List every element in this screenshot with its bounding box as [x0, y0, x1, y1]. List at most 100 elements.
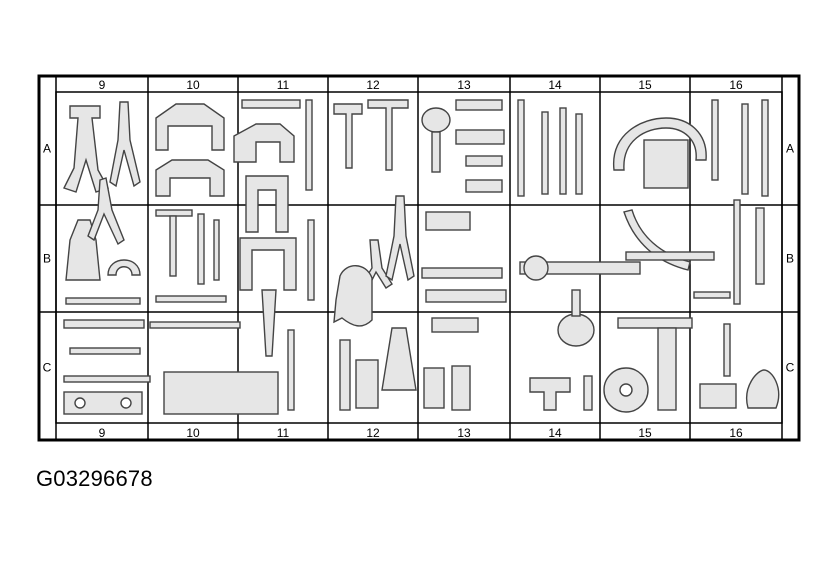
t-press-bar: [617, 317, 693, 329]
shaft-tool-2: [213, 219, 220, 281]
stand-tool: [339, 339, 351, 411]
dial-gauge-tool: [421, 107, 451, 133]
shaft-tool-16d: [755, 207, 765, 285]
flange-hole: [619, 383, 633, 397]
fixture-tool-13: [425, 211, 471, 231]
wrench-bar-tool: [63, 319, 145, 329]
t-bar-tool-1: [155, 209, 193, 217]
plate-hole-1: [74, 397, 86, 409]
row-label-left: A: [43, 142, 51, 156]
bar-tool-16: [693, 291, 731, 299]
frame-jig-tool: [245, 175, 289, 233]
row-label-left: B: [43, 252, 51, 266]
puller-tool: [63, 105, 110, 193]
t-handle-tool: [367, 99, 409, 171]
column-label-top: 16: [729, 78, 743, 92]
column-label-bottom: 16: [729, 426, 743, 440]
long-shaft-tool-11c: [287, 329, 295, 411]
shaft-tool-16b: [741, 103, 749, 195]
stand-tool-b: [355, 359, 379, 409]
lever-tool-15: [625, 251, 715, 261]
shaft-tool-16a: [711, 99, 719, 181]
bridge-puller-tool: [155, 103, 225, 151]
long-bar-tool-2: [69, 347, 141, 355]
column-label-bottom: 14: [548, 426, 562, 440]
long-bar-tool-1: [65, 297, 141, 305]
row-label-right: C: [786, 361, 795, 375]
hook-bar-16: [723, 323, 731, 377]
column-label-top: 10: [186, 78, 200, 92]
bird-shaped-tool: [333, 265, 373, 327]
lever-tool-14: [519, 261, 641, 275]
column-label-bottom: 12: [366, 426, 380, 440]
gauge-stem-tool: [431, 131, 441, 173]
press-cone-tool: [381, 327, 417, 391]
column-label-top: 15: [638, 78, 652, 92]
plate-tool: [63, 391, 143, 415]
shaft-tool-14c: [559, 107, 567, 195]
tool-silhouettes: [63, 99, 780, 415]
hose-tail-tool: [623, 209, 691, 271]
row-label-left: C: [43, 361, 52, 375]
block-tool-16: [699, 383, 737, 409]
bracket-tool-14: [529, 377, 571, 411]
t-press-stem: [657, 327, 677, 411]
holder-tool-13d: [465, 179, 503, 193]
row-label-right: A: [786, 142, 794, 156]
column-label-top: 11: [277, 78, 290, 92]
drift-tool: [261, 289, 277, 357]
long-bar-tool-3: [63, 375, 151, 383]
u-press-tool: [239, 237, 297, 291]
bar-tool-10b: [155, 295, 227, 303]
holder-tool-13b: [455, 129, 505, 145]
canister-tool: [643, 139, 689, 189]
press-block-tool: [431, 317, 479, 333]
shaft-tool-14a: [517, 99, 525, 197]
clamp-tool: [233, 123, 295, 163]
pliers-tool-12: [385, 195, 415, 282]
column-label-bottom: 9: [99, 426, 106, 440]
fixture-tool-13c: [425, 289, 507, 303]
holder-tool-13c: [465, 155, 503, 167]
t-bar-stem-1: [169, 215, 177, 277]
column-label-bottom: 13: [457, 426, 471, 440]
flask-neck-tool: [571, 289, 581, 317]
pulley-tool-14: [523, 255, 549, 281]
pliers-tool: [109, 101, 141, 188]
sleeve-tool-13: [423, 367, 445, 409]
figure-reference-code: G03296678: [36, 466, 153, 491]
bar-tool-14: [583, 375, 593, 411]
column-label-bottom: 10: [186, 426, 200, 440]
cutter-tool: [87, 177, 125, 246]
column-label-top: 9: [99, 78, 106, 92]
board-outer-frame: [37, 74, 801, 442]
plate-hole-2: [120, 397, 132, 409]
shaft-tool-16c: [761, 99, 769, 197]
column-label-top: 14: [548, 78, 562, 92]
long-shaft-tool-11: [305, 99, 313, 191]
shaft-tool-1: [197, 213, 205, 285]
bridge-puller-tool-2: [155, 159, 225, 197]
column-label-bottom: 15: [638, 426, 652, 440]
arc-spanner-tool: [107, 259, 141, 276]
sleeve-tool-13b: [451, 365, 471, 411]
long-shaft-tool-11b: [307, 219, 315, 301]
column-label-bottom: 11: [277, 426, 290, 440]
case-tool: [163, 371, 279, 415]
bar-tool-10c: [149, 321, 241, 329]
fixture-tool-13b: [421, 267, 503, 279]
shaft-tool-14d: [575, 113, 583, 195]
hose-loop-tool: [613, 117, 707, 171]
column-label-top: 13: [457, 78, 471, 92]
long-rod-16: [733, 199, 741, 305]
row-label-right: B: [786, 252, 794, 266]
column-label-top: 12: [366, 78, 380, 92]
rail-tool: [241, 99, 301, 109]
hammer-tool: [333, 103, 363, 169]
ring-lifter-tool: [746, 369, 780, 409]
holder-tool-13a: [455, 99, 503, 111]
shaft-tool-14b: [541, 111, 549, 195]
flask-tool-14: [557, 313, 595, 347]
